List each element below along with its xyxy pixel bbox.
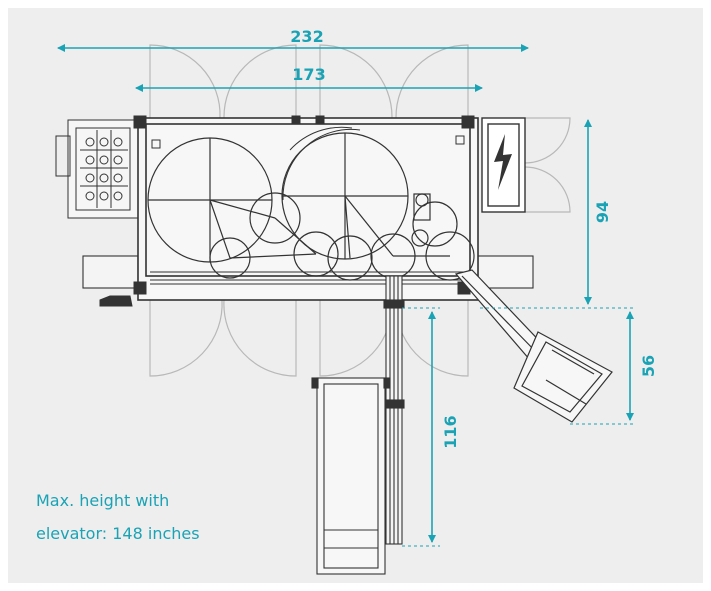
corner-brackets (133, 115, 475, 295)
dimension-hopper-height: 56 (480, 307, 658, 425)
dimension-label-56: 56 (639, 355, 658, 377)
note-line-2: elevator: 148 inches (36, 524, 200, 543)
main-frame (137, 117, 479, 301)
rollers (147, 126, 475, 281)
dimension-conveyor-length: 116 (402, 307, 460, 547)
vertical-conveyor (383, 275, 405, 545)
electrical-cabinet (481, 117, 526, 213)
dimension-label-173: 173 (292, 65, 325, 84)
door-swing-bottom (149, 299, 469, 377)
dimension-label-116: 116 (441, 415, 460, 448)
dimension-label-94: 94 (593, 201, 612, 223)
door-swing-right (524, 117, 571, 213)
dimension-width-frame: 173 (135, 65, 483, 92)
note-line-1: Max. height with (36, 491, 170, 510)
dimension-width-total: 232 (57, 27, 529, 52)
max-height-note: Max. height with elevator: 148 inches (36, 484, 200, 550)
dimension-height-frame: 94 (584, 119, 612, 305)
discharge-hopper (454, 269, 613, 423)
control-unit (55, 119, 139, 307)
feed-conveyor (311, 377, 391, 575)
dimension-label-232: 232 (290, 27, 323, 46)
lightning-bolt-icon (494, 134, 512, 190)
side-conveyors (82, 255, 534, 289)
